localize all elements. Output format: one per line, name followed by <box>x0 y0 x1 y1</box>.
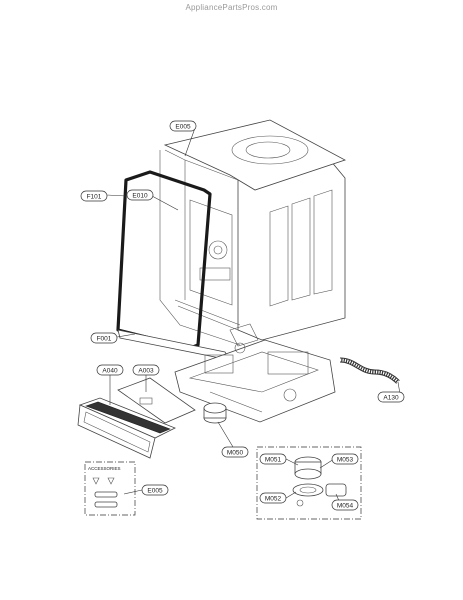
svg-text:M053: M053 <box>337 457 354 464</box>
svg-text:E005: E005 <box>175 124 191 131</box>
svg-text:A130: A130 <box>383 395 399 402</box>
svg-text:M054: M054 <box>337 503 354 510</box>
svg-text:E010: E010 <box>132 193 148 200</box>
tub-assembly <box>159 119 347 346</box>
callout-m052: M052 <box>259 492 287 504</box>
svg-text:F101: F101 <box>87 194 102 201</box>
callout-a003: A003 <box>132 364 160 376</box>
callout-e005-accessories: E005 <box>141 484 169 496</box>
svg-text:E005: E005 <box>147 488 163 495</box>
callout-m050: M050 <box>221 446 249 458</box>
callout-e005-top: E005 <box>169 120 197 132</box>
svg-text:F001: F001 <box>97 336 112 343</box>
callout-f001: F001 <box>90 332 118 344</box>
callout-m054: M054 <box>331 499 359 511</box>
callout-m051: M051 <box>259 453 287 465</box>
accessories-title: ACCESSORIES <box>88 466 121 471</box>
svg-text:A040: A040 <box>102 368 118 375</box>
accessories-box: ACCESSORIES <box>84 461 136 516</box>
svg-text:A003: A003 <box>138 368 154 375</box>
callout-m053: M053 <box>331 453 359 465</box>
callout-e010: E010 <box>126 189 154 201</box>
sump-base-assembly <box>174 323 336 424</box>
svg-text:M051: M051 <box>265 457 282 464</box>
pump-detail-box <box>256 446 362 520</box>
watermark: AppliancePartsPros.com <box>185 3 278 12</box>
svg-text:M050: M050 <box>227 450 244 457</box>
callout-a130: A130 <box>377 391 405 403</box>
kick-plate-bracket <box>117 377 196 424</box>
base-plate <box>117 329 231 361</box>
callout-a040: A040 <box>96 364 124 376</box>
callout-f101: F101 <box>80 190 108 202</box>
drain-hose <box>339 357 400 384</box>
svg-text:M052: M052 <box>265 496 282 503</box>
kick-plate <box>77 397 176 459</box>
